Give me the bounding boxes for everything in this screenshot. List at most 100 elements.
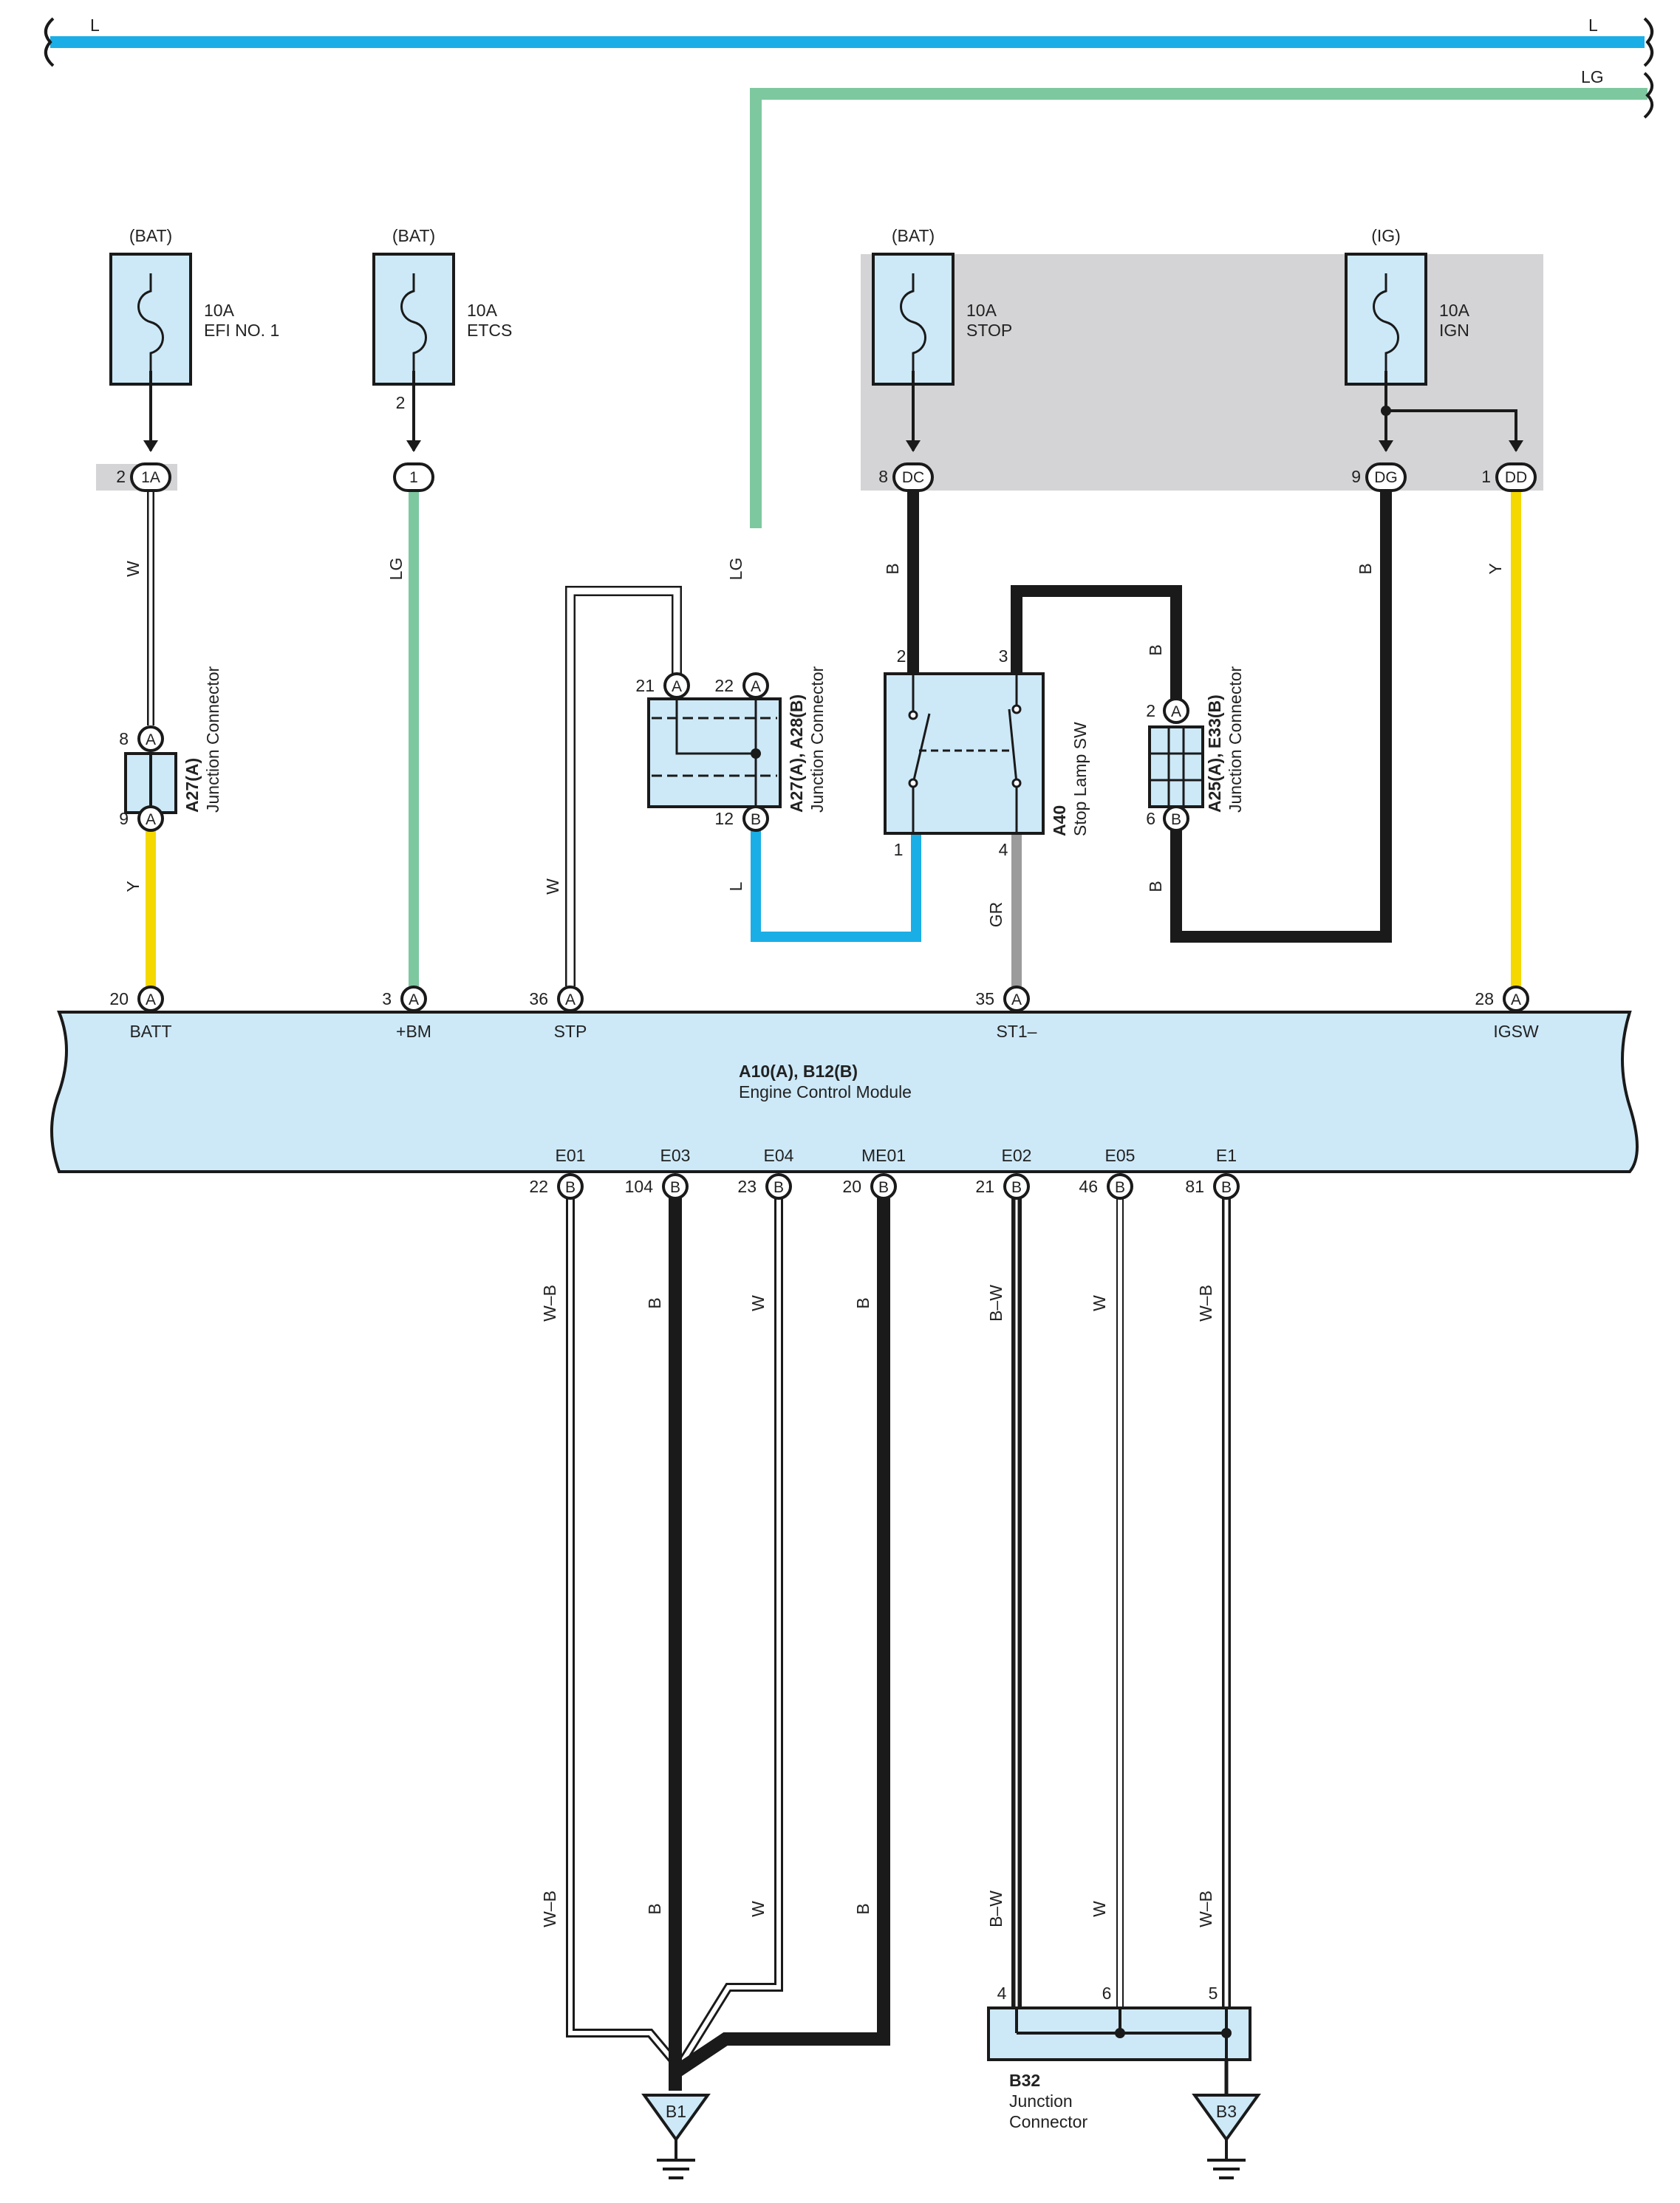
a27a28-pin-b: 12 [714, 809, 734, 828]
label-lg: LG [726, 558, 745, 581]
svg-text:104: 104 [625, 1177, 654, 1196]
fuse-efi-source: (BAT) [129, 226, 172, 245]
ground-b1: B1 [641, 2094, 711, 2179]
ecm-id: A10(A), B12(B) [739, 1062, 858, 1081]
a40-pin-2: 2 [897, 646, 906, 666]
ecm-terminal-batt: A 20 BATT [109, 986, 172, 1041]
svg-text:A: A [672, 678, 682, 695]
svg-text:ME01: ME01 [861, 1146, 906, 1165]
svg-text:BATT: BATT [129, 1022, 171, 1041]
svg-text:35: 35 [975, 989, 994, 1008]
svg-text:36: 36 [529, 989, 548, 1008]
a27-id: A27(A) [182, 758, 202, 813]
b32-pin-4: 4 [997, 1984, 1007, 2003]
ecm-terminal-bm: A 3 +BM [382, 986, 431, 1041]
fuse-efi-name: EFI NO. 1 [204, 321, 279, 340]
a40-name: Stop Lamp SW [1071, 722, 1090, 836]
svg-text:E02: E02 [1002, 1146, 1032, 1165]
svg-text:W: W [1090, 1901, 1109, 1917]
svg-text:81: 81 [1185, 1177, 1204, 1196]
svg-text:A: A [146, 731, 156, 748]
svg-text:W: W [748, 1295, 768, 1311]
wire-a25-b [1170, 491, 1392, 943]
svg-text:A: A [1511, 991, 1521, 1008]
connector-a25-e33: A 2 B 6 A25(A), E33(B) Junction Connecto… [1146, 666, 1245, 832]
label-stp-w: W [543, 878, 562, 895]
svg-text:A: A [565, 991, 576, 1008]
svg-text:A: A [1171, 703, 1181, 720]
fuse-ign: (IG) 10A IGN [1345, 226, 1470, 386]
label-gr: GR [986, 902, 1005, 928]
a27a28-name: Junction Connector [807, 666, 827, 813]
svg-text:+BM: +BM [396, 1022, 431, 1041]
bus-l-label-right: L [1588, 16, 1598, 35]
arrow-down-icon [1379, 440, 1393, 452]
fuse-ign-source: (IG) [1371, 226, 1401, 245]
jb-dd-code: DD [1505, 469, 1527, 486]
fuse-etcs: (BAT) 10A ETCS [372, 226, 512, 386]
svg-text:A: A [1011, 991, 1022, 1008]
svg-text:W–B: W–B [1196, 1891, 1215, 1927]
a40-id: A40 [1050, 805, 1069, 836]
svg-text:B: B [565, 1179, 576, 1196]
svg-text:A: A [146, 811, 156, 828]
fuse-stop-rating: 10A [966, 301, 997, 320]
svg-text:W–B: W–B [540, 1285, 559, 1322]
fuse-etcs-name: ETCS [467, 321, 512, 340]
svg-text:B: B [774, 1179, 784, 1196]
svg-text:W–B: W–B [1196, 1285, 1215, 1322]
a40-pin-4: 4 [999, 840, 1008, 859]
fuse-symbol-icon [400, 273, 427, 371]
a27a28-id: A27(A), A28(B) [787, 694, 806, 813]
ecm-terminal-e02: E02 B 21 [975, 1146, 1032, 1200]
svg-text:A: A [409, 991, 419, 1008]
a40-pin-3: 3 [999, 646, 1008, 666]
ground-triangle-icon [1192, 2094, 1261, 2142]
b32-pin-6: 6 [1102, 1984, 1112, 2003]
svg-text:20: 20 [109, 989, 129, 1008]
ground-wire-labels-lower: W–B B W B B–W W W–B [540, 1891, 1215, 1927]
connector-a27-a28: A 21 A 22 B 12 A27(A), A28(B) Junction C… [635, 666, 827, 832]
label-efi-y: Y [123, 881, 143, 892]
fuse-symbol-icon [137, 273, 164, 371]
svg-text:B: B [853, 1297, 873, 1308]
svg-text:B: B [853, 1903, 873, 1914]
svg-text:E04: E04 [764, 1146, 794, 1165]
b32-id: B32 [1009, 2071, 1040, 2090]
svg-text:B–W: B–W [986, 1891, 1005, 1927]
break-mark-left [44, 17, 55, 67]
svg-text:B: B [1221, 1179, 1232, 1196]
ecm-terminal-st1: A 35 ST1– [975, 986, 1037, 1041]
junction-plugs: 2 1A 2 1 8 DC 9 DG 1 DD [116, 393, 1537, 492]
svg-text:STP: STP [554, 1022, 587, 1041]
connector-b32: 4 6 5 B32 Junction Connector [987, 1984, 1252, 2131]
fuse-ign-rating: 10A [1439, 301, 1470, 320]
ecm-name: Engine Control Module [739, 1082, 912, 1102]
ecm-terminal-me01: ME01 B 20 [842, 1146, 906, 1200]
fuse-ign-name: IGN [1439, 321, 1469, 340]
svg-text:A: A [146, 991, 156, 1008]
svg-text:3: 3 [382, 989, 392, 1008]
fuse-symbol-icon [900, 273, 926, 371]
a25-pin-bottom: 6 [1146, 809, 1155, 828]
a27a28-pin-a2: 22 [714, 676, 734, 695]
svg-text:W–B: W–B [540, 1891, 559, 1927]
ground-b3-label: B3 [1216, 2102, 1237, 2121]
a25-name: Junction Connector [1226, 666, 1245, 813]
arrow-down-icon [406, 440, 421, 452]
arrow-down-icon [1509, 440, 1523, 452]
ecm-terminal-e05: E05 B 46 [1079, 1146, 1135, 1200]
svg-text:20: 20 [842, 1177, 861, 1196]
ecm-terminal-e04: E04 B 23 [737, 1146, 794, 1200]
svg-text:B: B [1171, 811, 1181, 828]
engine-control-module: A10(A), B12(B) Engine Control Module [50, 1011, 1639, 1173]
b32-name-2: Connector [1009, 2112, 1087, 2131]
jb-efi-code: 1A [141, 469, 160, 486]
svg-text:B: B [645, 1297, 664, 1308]
label-stop-b: B [883, 563, 902, 574]
bus-lines: L L LG [44, 16, 1653, 528]
switch-a40: 2 3 1 4 A40 Stop Lamp SW [884, 646, 1090, 859]
ecm-bottom-terminals: E01 B 22 E03 B 104 E04 B 23 ME01 B 20 E0… [529, 1146, 1240, 1200]
svg-text:B: B [670, 1179, 680, 1196]
svg-text:B: B [1115, 1179, 1125, 1196]
